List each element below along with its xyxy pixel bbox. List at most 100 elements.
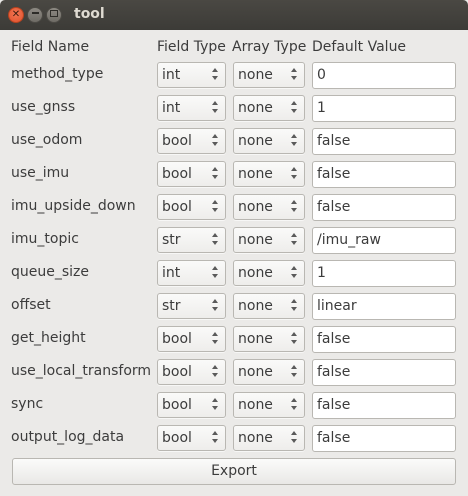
- default-value-text: false: [317, 133, 351, 149]
- default-value-input[interactable]: false: [312, 425, 456, 452]
- array-type-select[interactable]: none: [233, 62, 305, 88]
- default-value-input[interactable]: 1: [312, 95, 456, 122]
- field-type-select[interactable]: bool: [157, 392, 226, 418]
- header-array-type: Array Type: [232, 39, 307, 55]
- array-type-value: none: [238, 166, 273, 182]
- default-value-input[interactable]: /imu_raw: [312, 227, 456, 254]
- default-value-input[interactable]: false: [312, 326, 456, 353]
- header-field-name: Field Name: [11, 39, 90, 55]
- array-type-select[interactable]: none: [233, 392, 305, 418]
- field-type-value: bool: [162, 364, 192, 380]
- field-type-select[interactable]: bool: [157, 326, 226, 352]
- default-value-input[interactable]: 0: [312, 62, 456, 89]
- export-button[interactable]: Export: [12, 458, 456, 485]
- updown-arrows-icon: [212, 266, 219, 280]
- field-type-select[interactable]: int: [157, 62, 226, 88]
- array-type-value: none: [238, 298, 273, 314]
- table-row: imu_upside_down bool none false: [0, 192, 468, 222]
- field-type-select[interactable]: str: [157, 293, 226, 319]
- field-type-value: str: [162, 298, 181, 314]
- array-type-value: none: [238, 265, 273, 281]
- field-type-select[interactable]: str: [157, 227, 226, 253]
- field-name-label: use_local_transform: [11, 363, 152, 379]
- default-value-input[interactable]: 1: [312, 260, 456, 287]
- field-name-label: sync: [11, 396, 44, 412]
- field-type-value: bool: [162, 397, 192, 413]
- field-type-value: bool: [162, 430, 192, 446]
- array-type-select[interactable]: none: [233, 161, 305, 187]
- field-type-select[interactable]: int: [157, 95, 226, 121]
- window-title: tool: [74, 6, 105, 22]
- table-row: queue_size int none 1: [0, 258, 468, 288]
- updown-arrows-icon: [291, 299, 298, 313]
- default-value-text: false: [317, 199, 351, 215]
- array-type-select[interactable]: none: [233, 194, 305, 220]
- array-type-select[interactable]: none: [233, 359, 305, 385]
- field-type-select[interactable]: bool: [157, 194, 226, 220]
- updown-arrows-icon: [212, 365, 219, 379]
- minimize-icon[interactable]: [27, 7, 43, 23]
- default-value-text: false: [317, 430, 351, 446]
- field-type-select[interactable]: bool: [157, 359, 226, 385]
- array-type-select[interactable]: none: [233, 227, 305, 253]
- field-name-label: get_height: [11, 330, 86, 346]
- table-row: use_imu bool none false: [0, 159, 468, 189]
- default-value-input[interactable]: false: [312, 128, 456, 155]
- updown-arrows-icon: [291, 398, 298, 412]
- array-type-value: none: [238, 67, 273, 83]
- array-type-value: none: [238, 133, 273, 149]
- updown-arrows-icon: [212, 431, 219, 445]
- array-type-select[interactable]: none: [233, 95, 305, 121]
- table-row: use_odom bool none false: [0, 126, 468, 156]
- field-type-value: int: [162, 67, 181, 83]
- updown-arrows-icon: [291, 68, 298, 82]
- array-type-value: none: [238, 232, 273, 248]
- default-value-input[interactable]: false: [312, 392, 456, 419]
- default-value-text: 1: [317, 265, 326, 281]
- array-type-select[interactable]: none: [233, 128, 305, 154]
- array-type-select[interactable]: none: [233, 260, 305, 286]
- array-type-select[interactable]: none: [233, 293, 305, 319]
- field-type-select[interactable]: bool: [157, 128, 226, 154]
- field-name-label: imu_upside_down: [11, 198, 136, 214]
- field-type-select[interactable]: bool: [157, 161, 226, 187]
- field-name-label: use_odom: [11, 132, 83, 148]
- header-field-type: Field Type: [157, 39, 226, 55]
- array-type-select[interactable]: none: [233, 326, 305, 352]
- updown-arrows-icon: [212, 167, 219, 181]
- field-name-label: queue_size: [11, 264, 90, 280]
- maximize-icon[interactable]: [46, 7, 62, 23]
- updown-arrows-icon: [212, 398, 219, 412]
- field-type-select[interactable]: bool: [157, 425, 226, 451]
- close-icon[interactable]: ✕: [8, 7, 24, 23]
- field-name-label: method_type: [11, 66, 104, 82]
- field-type-value: int: [162, 265, 181, 281]
- header-default-value: Default Value: [312, 39, 407, 55]
- array-type-value: none: [238, 199, 273, 215]
- default-value-input[interactable]: false: [312, 194, 456, 221]
- updown-arrows-icon: [291, 233, 298, 247]
- array-type-value: none: [238, 430, 273, 446]
- array-type-value: none: [238, 331, 273, 347]
- updown-arrows-icon: [291, 332, 298, 346]
- updown-arrows-icon: [291, 431, 298, 445]
- field-type-value: int: [162, 100, 181, 116]
- field-type-select[interactable]: int: [157, 260, 226, 286]
- default-value-input[interactable]: false: [312, 161, 456, 188]
- default-value-input[interactable]: false: [312, 359, 456, 386]
- updown-arrows-icon: [212, 68, 219, 82]
- field-type-value: str: [162, 232, 181, 248]
- table-row: output_log_data bool none false: [0, 423, 468, 453]
- field-name-label: output_log_data: [11, 429, 125, 445]
- array-type-select[interactable]: none: [233, 425, 305, 451]
- updown-arrows-icon: [291, 200, 298, 214]
- default-value-input[interactable]: linear: [312, 293, 456, 320]
- updown-arrows-icon: [212, 233, 219, 247]
- updown-arrows-icon: [212, 299, 219, 313]
- title-bar: ✕ tool: [0, 0, 468, 30]
- default-value-text: false: [317, 397, 351, 413]
- table-row: sync bool none false: [0, 390, 468, 420]
- field-name-label: use_imu: [11, 165, 70, 181]
